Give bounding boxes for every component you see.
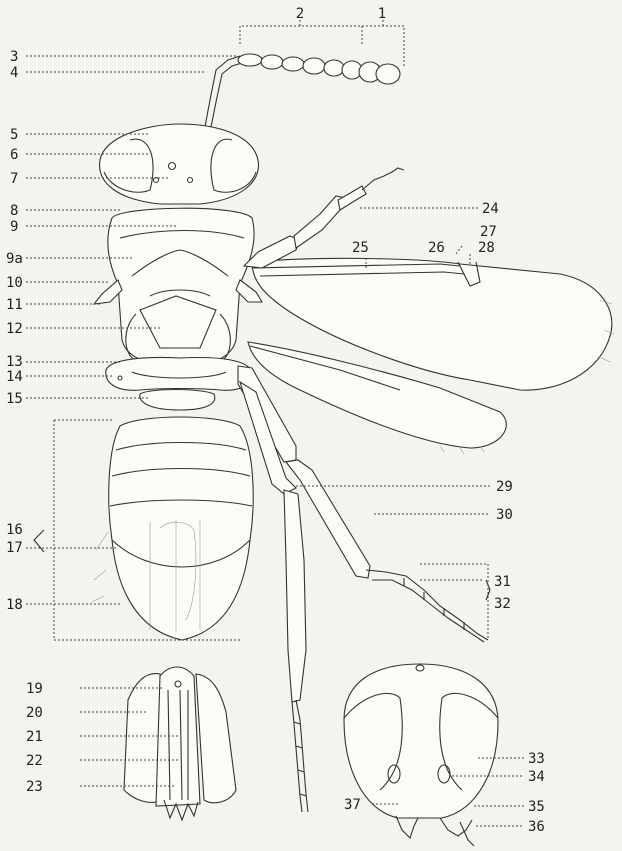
label-10: 10 bbox=[6, 275, 23, 291]
label-1: 1 bbox=[378, 6, 386, 22]
gaster bbox=[92, 417, 253, 640]
label-18: 18 bbox=[6, 597, 23, 613]
label-11: 11 bbox=[6, 297, 23, 313]
label-15: 15 bbox=[6, 391, 23, 407]
gaster-bracket bbox=[34, 530, 44, 552]
fore-leg bbox=[244, 168, 404, 268]
label-4: 4 bbox=[10, 65, 18, 81]
label-14: 14 bbox=[6, 369, 23, 385]
label-5: 5 bbox=[10, 127, 18, 143]
label-3: 3 bbox=[10, 49, 18, 65]
label-12: 12 bbox=[6, 321, 23, 337]
label-9: 9 bbox=[10, 219, 18, 235]
label-32: 32 bbox=[494, 596, 511, 612]
label-19: 19 bbox=[26, 681, 43, 697]
label-13: 13 bbox=[6, 354, 23, 370]
label-35: 35 bbox=[528, 799, 545, 815]
label-6: 6 bbox=[10, 147, 18, 163]
label-28: 28 bbox=[478, 240, 495, 256]
head-dorsal bbox=[100, 124, 259, 204]
label-23: 23 bbox=[26, 779, 43, 795]
label-24: 24 bbox=[482, 201, 499, 217]
label-37: 37 bbox=[344, 797, 361, 813]
label-36: 36 bbox=[528, 819, 545, 835]
label-30: 30 bbox=[496, 507, 513, 523]
label-2: 2 bbox=[296, 6, 304, 22]
head-frontal-inset bbox=[344, 664, 498, 846]
propodeum bbox=[106, 358, 252, 411]
label-16: 16 bbox=[6, 522, 23, 538]
label-7: 7 bbox=[10, 171, 18, 187]
label-22: 22 bbox=[26, 753, 43, 769]
middle-leg bbox=[240, 382, 308, 812]
label-8: 8 bbox=[10, 203, 18, 219]
label-27: 27 bbox=[480, 224, 497, 240]
label-9a: 9a bbox=[6, 251, 23, 267]
thorax bbox=[94, 208, 262, 366]
label-21: 21 bbox=[26, 729, 43, 745]
mouthparts-inset bbox=[124, 667, 236, 820]
label-34: 34 bbox=[528, 769, 545, 785]
label-29: 29 bbox=[496, 479, 513, 495]
label-33: 33 bbox=[528, 751, 545, 767]
label-25: 25 bbox=[352, 240, 369, 256]
label-26: 26 bbox=[428, 240, 445, 256]
label-31: 31 bbox=[494, 574, 511, 590]
label-17: 17 bbox=[6, 540, 23, 556]
label-20: 20 bbox=[26, 705, 43, 721]
antenna bbox=[204, 54, 400, 132]
